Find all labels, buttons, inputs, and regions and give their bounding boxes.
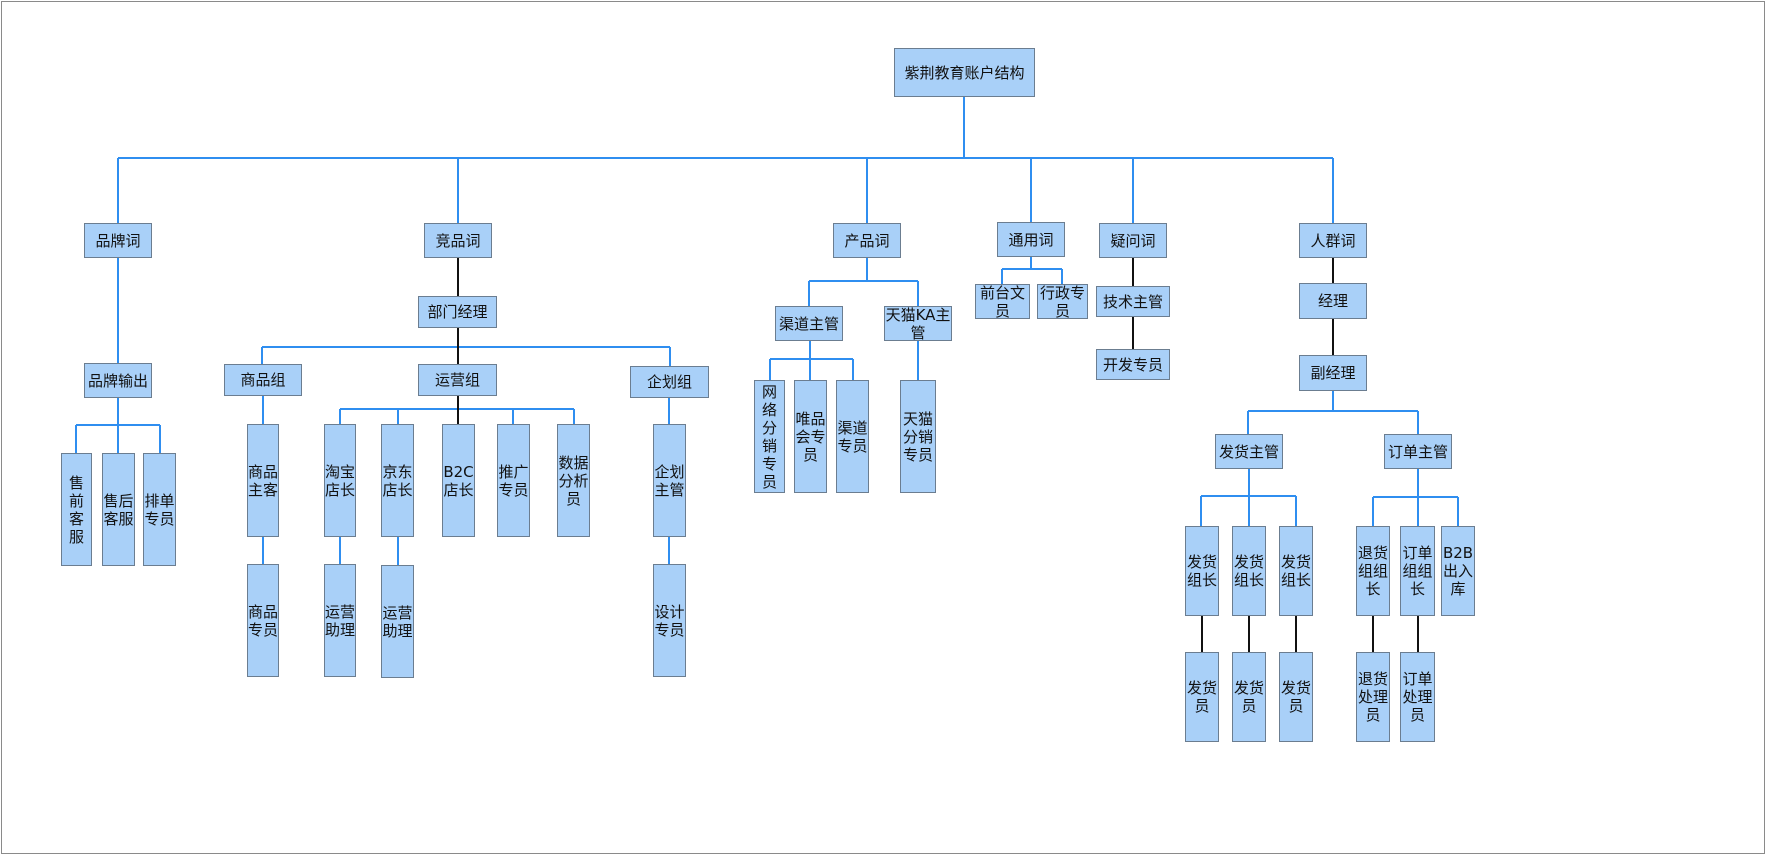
node-tmall-ka: 天猫KA主 管 — [884, 306, 952, 341]
node-front-desk: 前台文 员 — [975, 284, 1030, 319]
node-promo: 推广 专员 — [497, 424, 530, 537]
node-jd-assistant: 运营 助理 — [381, 565, 414, 678]
node-order-processor: 订单 处理 员 — [1400, 652, 1435, 742]
node-product: 产品词 — [833, 223, 901, 258]
node-manager: 经理 — [1299, 283, 1367, 319]
node-analyst: 数据 分析 员 — [557, 424, 590, 537]
node-taobao-assistant: 运营 助理 — [324, 564, 356, 677]
node-admin: 行政专 员 — [1037, 284, 1088, 319]
node-aftersales: 售后 客服 — [102, 453, 135, 566]
node-jd: 京东 店长 — [381, 424, 414, 537]
node-deputy: 副经理 — [1299, 355, 1367, 391]
node-designer: 设计 专员 — [653, 564, 686, 677]
node-taobao: 淘宝 店长 — [324, 424, 356, 537]
node-brand: 品牌词 — [84, 223, 152, 258]
node-net-dist: 网络 分销 专员 — [754, 380, 785, 493]
node-dev: 开发专员 — [1096, 349, 1170, 380]
node-goods-spec: 商品 专员 — [247, 564, 279, 677]
node-shipper-3: 发货 员 — [1279, 652, 1313, 742]
node-return-group-leader: 退货 组组 长 — [1356, 526, 1390, 616]
node-scheduler: 排单 专员 — [143, 453, 176, 566]
node-question: 疑问词 — [1099, 223, 1167, 258]
node-dept-mgr: 部门经理 — [418, 296, 497, 328]
node-ops-group: 运营组 — [418, 364, 497, 396]
node-shipper-1: 发货 员 — [1185, 652, 1219, 742]
node-channel-lead: 渠道主管 — [775, 306, 843, 341]
node-goods-lead: 商品 主客 — [247, 424, 279, 537]
node-plan-group: 企划组 — [630, 366, 709, 398]
node-plan-lead: 企划 主管 — [653, 424, 686, 537]
node-ship-group-leader-3: 发货 组长 — [1279, 526, 1313, 616]
node-root: 紫荆教育账户结构 — [894, 48, 1035, 97]
node-crowd: 人群词 — [1299, 223, 1367, 258]
node-vip: 唯品 会专 员 — [794, 380, 827, 493]
node-order-lead: 订单主管 — [1384, 434, 1452, 469]
node-brand-output: 品牌输出 — [84, 363, 152, 398]
node-b2b: B2B 出入 库 — [1441, 526, 1475, 616]
node-order-group-leader: 订单 组组 长 — [1400, 526, 1435, 616]
node-presales: 售前 客服 — [61, 453, 92, 566]
node-shipper-2: 发货 员 — [1232, 652, 1266, 742]
node-ship-group-leader-2: 发货 组长 — [1232, 526, 1266, 616]
node-goods-group: 商品组 — [224, 364, 302, 396]
node-tmall-dist: 天猫 分销 专员 — [900, 380, 936, 493]
node-channel-spec: 渠道 专员 — [836, 380, 869, 493]
node-return-processor: 退货 处理 员 — [1356, 652, 1390, 742]
node-b2c: B2C 店长 — [442, 424, 475, 537]
node-tech-lead: 技术主管 — [1096, 286, 1170, 317]
node-competitor: 竞品词 — [424, 223, 492, 258]
node-general: 通用词 — [997, 222, 1065, 257]
node-ship-lead: 发货主管 — [1215, 434, 1283, 469]
node-ship-group-leader-1: 发货 组长 — [1185, 526, 1219, 616]
